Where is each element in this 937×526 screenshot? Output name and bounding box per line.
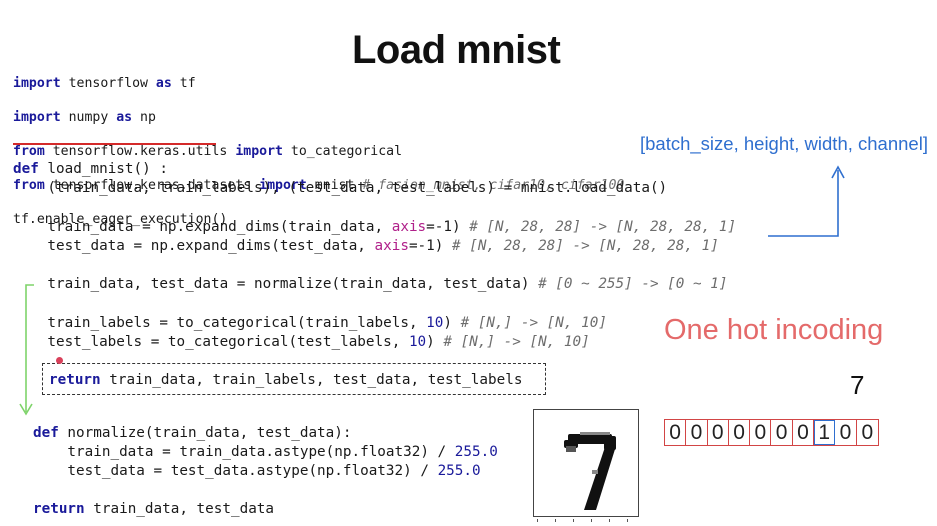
load-return-line: return train_data, train_labels, test_da…	[49, 372, 523, 388]
import-tensorflow-line: import tensorflow as tf	[13, 76, 196, 91]
normalize-arrow	[25, 284, 34, 412]
shape-arrow	[768, 170, 839, 237]
onehot-cell: 0	[793, 420, 815, 445]
import-numpy-line: import numpy as np	[13, 110, 156, 125]
train-labels-line: train_labels = to_categorical(train_labe…	[13, 315, 607, 331]
mnist-digit-image	[533, 409, 639, 517]
normalize-test-line: test_data = test_data.astype(np.float32)…	[33, 463, 481, 479]
eager-underline	[13, 143, 216, 145]
normalize-return-line: return train_data, test_data	[33, 501, 275, 517]
load-mnist-def: def load_mnist() :	[13, 161, 168, 177]
normalize-def: def normalize(train_data, test_data):	[33, 425, 352, 441]
normalize-arrow-head	[19, 403, 33, 416]
normalize-call-line: train_data, test_data = normalize(train_…	[13, 276, 728, 292]
slide-title: Load mnist	[352, 28, 561, 72]
pointer-dot	[56, 357, 63, 364]
onehot-cell: 0	[861, 420, 874, 444]
onehot-cell: 1	[814, 420, 836, 445]
shape-annotation: [batch_size, height, width, channel]	[640, 133, 928, 154]
expand-train-line: train_data = np.expand_dims(train_data, …	[13, 219, 737, 235]
test-labels-line: test_labels = to_categorical(test_labels…	[13, 334, 590, 350]
shape-arrow-head	[831, 165, 845, 179]
onehot-cell: 0	[729, 420, 751, 445]
load-data-line: (train_data, train_labels), (test_data, …	[13, 180, 668, 196]
normalize-train-line: train_data = train_data.astype(np.float3…	[33, 444, 498, 460]
return-dashed-box	[42, 363, 546, 395]
image-axis-ticks	[537, 519, 628, 522]
import-utils-line: from tensorflow.keras.utils import to_ca…	[13, 144, 403, 159]
onehot-cell: 0	[686, 420, 708, 445]
onehot-title: One hot incoding	[664, 314, 884, 346]
imports-block: import tensorflow as tf import numpy as …	[13, 58, 624, 245]
label-digit: 7	[850, 370, 865, 400]
onehot-cell: 0	[750, 420, 772, 445]
expand-test-line: test_data = np.expand_dims(test_data, ax…	[13, 238, 719, 254]
eager-execution-line: tf.enable_eager_execution()	[13, 212, 228, 227]
onehot-cell: 0	[708, 420, 729, 445]
onehot-cell: 0	[835, 420, 857, 445]
import-datasets-line: from tensorflow.keras.datasets import mn…	[13, 178, 625, 193]
onehot-cell: 0	[771, 420, 793, 445]
onehot-cell: 0	[665, 420, 687, 445]
digit-seven-icon	[564, 432, 616, 510]
